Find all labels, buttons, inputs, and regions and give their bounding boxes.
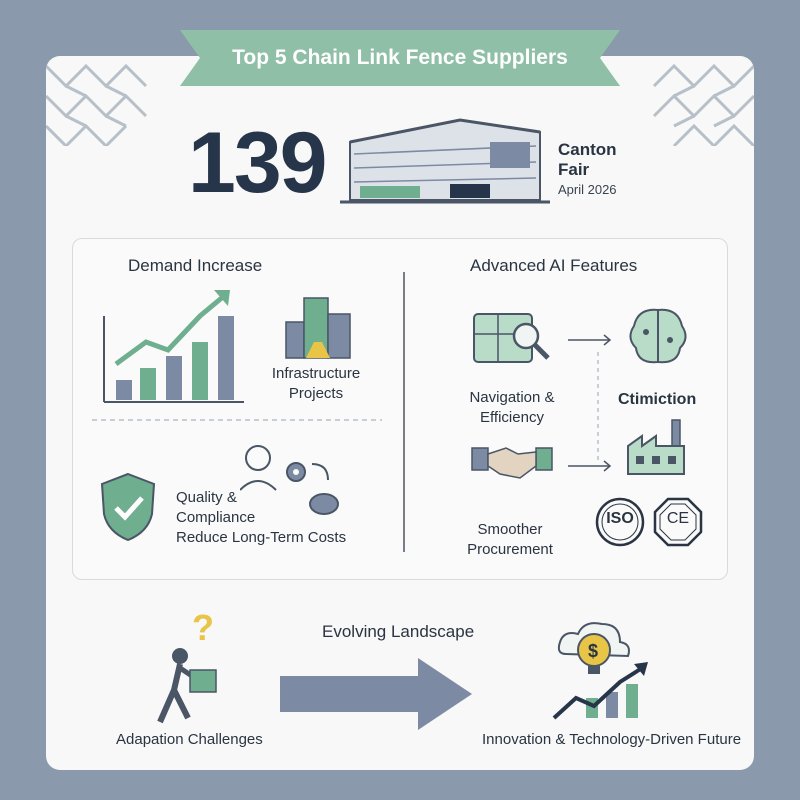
chain-link-corner-right-icon	[652, 63, 754, 146]
demand-heading: Demand Increase	[128, 256, 263, 275]
cost-saving-icon	[240, 445, 339, 515]
ce-seal-icon	[653, 497, 703, 547]
shield-check-icon	[100, 472, 156, 542]
challenges-label: Adapation Challenges	[116, 731, 263, 748]
confused-worker-icon: ?	[157, 607, 217, 724]
future-label: Innovation & Technology-Driven Future	[482, 731, 742, 748]
growth-chart-icon	[103, 290, 244, 403]
dashed-divider	[92, 419, 382, 421]
event-number: 139	[188, 115, 327, 211]
page-title: Top 5 Chain Link Fence Suppliers	[232, 46, 568, 69]
navigation-label: Navigation & Efficiency	[469, 389, 555, 426]
factory-icon	[627, 419, 685, 475]
quality-line-2: Compliance	[176, 509, 256, 526]
arrow-right-2-icon	[568, 460, 612, 472]
event-name: Canton Fair	[558, 140, 617, 179]
ctimiction-label: Ctimiction	[618, 391, 697, 408]
arrow-right-icon	[568, 334, 612, 346]
exhibition-building-icon	[340, 118, 550, 204]
ce-mark: CE	[666, 510, 690, 527]
iso-mark: ISO	[606, 510, 634, 527]
chain-link-corner-left-icon	[46, 63, 148, 146]
evolving-heading: Evolving Landscape	[322, 622, 475, 641]
title-ribbon: Top 5 Chain Link Fence Suppliers	[180, 30, 620, 86]
quality-line-1: Quality &	[176, 489, 237, 506]
ai-heading: Advanced AI Features	[470, 256, 638, 275]
big-arrow-icon	[280, 658, 472, 730]
panel-divider	[403, 272, 405, 552]
infrastructure-label: Infrastructure Projects	[271, 365, 361, 402]
svg-text:$: $	[588, 641, 598, 661]
handshake-icon	[471, 447, 553, 479]
ai-brain-icon	[629, 308, 687, 364]
map-search-icon	[473, 313, 550, 363]
innovation-growth-icon: $	[552, 622, 648, 720]
dashed-connector	[597, 352, 599, 462]
iso-seal-icon	[595, 497, 645, 547]
procurement-label: Smoother Procurement	[467, 521, 553, 558]
quality-line-3: Reduce Long-Term Costs	[176, 529, 347, 546]
event-date: April 2026	[558, 182, 617, 197]
city-buildings-icon	[285, 297, 351, 359]
svg-text:?: ?	[192, 607, 214, 648]
